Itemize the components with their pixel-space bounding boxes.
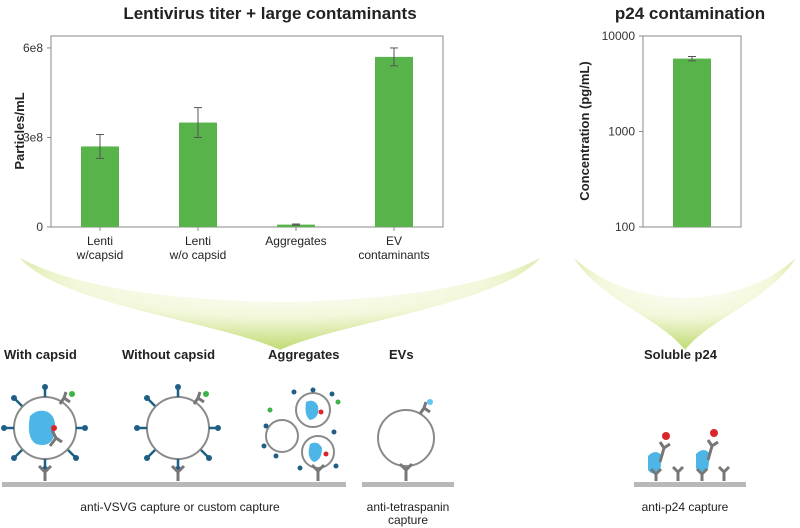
chart-2-plot: 100 1000 10000: [602, 29, 742, 234]
chart-1-frame: [50, 35, 444, 228]
caption-vsvg: anti-VSVG capture or custom capture: [80, 500, 280, 514]
chart-1-ylabel: Particles/mL: [12, 92, 27, 169]
chart-2-ytick-label: 10000: [602, 29, 636, 43]
chart-2-ylabel: Concentration (pg/mL): [577, 61, 592, 200]
particle-without-capsid: [134, 384, 221, 481]
caption-p24: anti-p24 capture: [641, 500, 729, 514]
capture-surface-left: [2, 482, 346, 487]
chart-1-bar: [179, 122, 217, 227]
particle-aggregates: [261, 387, 341, 481]
chart-1-xtick-label: w/o capsid: [169, 248, 227, 262]
label-soluble-p24: Soluble p24: [644, 347, 717, 362]
chart-1-xtick-label: contaminants: [358, 248, 429, 262]
label-without-capsid: Without capsid: [122, 347, 216, 362]
particle-ev: [377, 399, 435, 481]
diagram-layer: [1, 384, 746, 487]
capture-surface-p24: [634, 482, 746, 487]
chart-1-bar: [375, 56, 413, 227]
caption-tetraspanin-1: anti-tetraspanin: [366, 500, 450, 514]
label-evs: EVs: [389, 347, 414, 362]
funnel-arrow-right: [574, 258, 796, 350]
chart-2-ytick-label: 1000: [608, 125, 635, 139]
chart-1-bar: [277, 224, 315, 227]
funnel-arrow-left: [20, 258, 540, 350]
caption-tetraspanin-2: capture: [387, 513, 429, 527]
chart-2-bar: [673, 58, 711, 228]
chart-1-ytick-label: 0: [36, 220, 43, 234]
chart-1-bar: [81, 146, 119, 227]
chart-1-xtick-label: EV: [386, 234, 402, 248]
label-aggregates: Aggregates: [268, 347, 340, 362]
chart-1-ytick-label: 6e8: [23, 41, 43, 55]
particle-with-capsid: [1, 384, 88, 481]
chart-1-xtick-label: Lenti: [87, 234, 113, 248]
chart-1-xtick-label: Lenti: [185, 234, 211, 248]
chart-1-xtick-label: w/capsid: [76, 248, 124, 262]
p24-complexes: [648, 429, 731, 481]
chart-1-title: Lentivirus titer + large contaminants: [123, 4, 417, 23]
chart-1-xtick-label: Aggregates: [265, 234, 326, 248]
capture-surface-ev: [362, 482, 454, 487]
label-with-capsid: With capsid: [4, 347, 77, 362]
chart-2-title: p24 contamination: [614, 4, 766, 23]
chart-1-ytick-label: 3e8: [23, 130, 43, 144]
chart-2-ytick-label: 100: [615, 220, 635, 234]
